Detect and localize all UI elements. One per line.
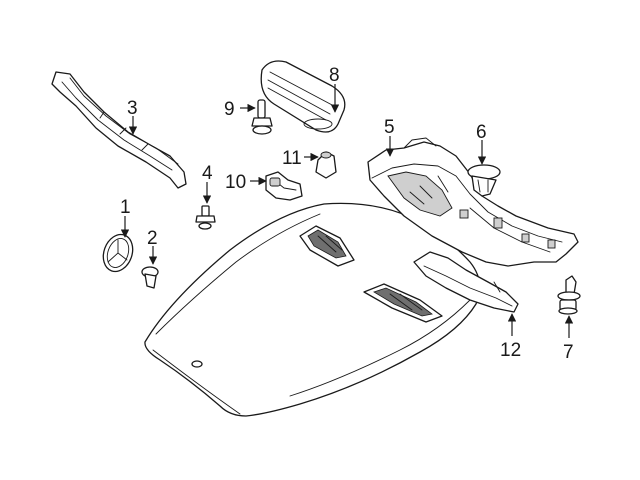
callout-12: 12 [500, 340, 521, 361]
part-1-star-emblem [102, 233, 134, 273]
callout-8: 8 [329, 65, 340, 86]
callout-2: 2 [147, 228, 158, 249]
part-9-bolt [251, 99, 273, 135]
callout-10: 10 [225, 172, 246, 193]
part-12-seal [413, 251, 519, 313]
part-2-grommet [141, 266, 159, 289]
part-10-bracket [265, 171, 303, 201]
callout-4: 4 [202, 163, 213, 184]
part-8-pad [260, 60, 346, 133]
callout-6: 6 [476, 122, 487, 143]
part-7-fastener [557, 275, 581, 315]
callout-labels: 1 2 3 4 5 6 7 8 9 10 11 12 [120, 65, 574, 363]
part-6-push-clip [467, 164, 501, 197]
part-5-cowl-panel [367, 137, 579, 267]
callout-7: 7 [563, 342, 574, 363]
callout-3: 3 [127, 98, 138, 119]
part-3-trim-strip [51, 71, 187, 189]
callout-5: 5 [384, 117, 395, 138]
callout-9: 9 [224, 99, 235, 120]
part-11-clip [315, 151, 337, 179]
callout-1: 1 [120, 197, 131, 218]
callout-11: 11 [282, 148, 302, 169]
hood [144, 202, 481, 417]
part-4-stud [195, 205, 216, 230]
leader-lines [120, 84, 574, 338]
